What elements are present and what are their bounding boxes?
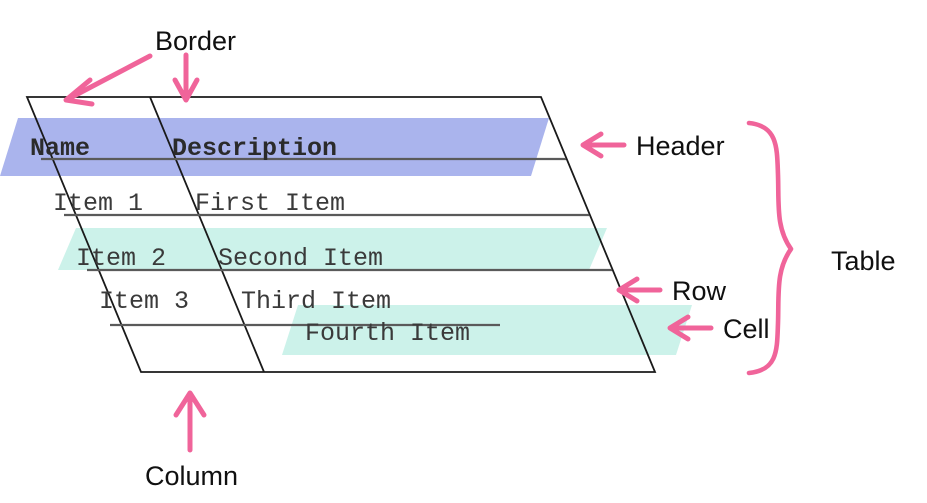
label-row: Row xyxy=(672,276,727,306)
label-cell: Cell xyxy=(723,314,770,344)
label-border: Border xyxy=(155,26,236,56)
label-header: Header xyxy=(636,131,725,161)
border-arrow-down-icon xyxy=(172,52,200,103)
table-text-group: Name Description Item 1 First Item Item … xyxy=(30,134,470,348)
annotation-labels: Border Header Table Row Cell Column xyxy=(145,26,896,491)
annotation-markers xyxy=(63,52,794,453)
row-2-cell-name: Item 2 xyxy=(76,244,166,273)
header-arrow-icon xyxy=(580,131,627,159)
row-3-cell-name: Item 3 xyxy=(99,287,189,316)
border-arrow-left-icon xyxy=(63,53,153,107)
row-2-cell-description: Second Item xyxy=(218,244,383,273)
label-column: Column xyxy=(145,461,238,491)
column-arrow-icon xyxy=(173,390,207,453)
row-1-cell-name: Item 1 xyxy=(53,189,143,218)
cell-highlight-band xyxy=(282,305,692,355)
header-highlight-band xyxy=(0,118,549,176)
floating-cell-text: Fourth Item xyxy=(305,319,470,348)
row-highlight-band xyxy=(58,228,607,270)
row-arrow-icon xyxy=(616,276,663,304)
row-rule-lines xyxy=(41,157,612,327)
row-1-cell-description: First Item xyxy=(195,189,345,218)
header-cell-name: Name xyxy=(30,134,90,163)
table-outline-group xyxy=(25,96,657,373)
label-table: Table xyxy=(831,246,896,276)
header-cell-description: Description xyxy=(172,134,337,163)
cell-arrow-icon xyxy=(667,314,714,342)
column-divider-line xyxy=(149,96,265,373)
table-brace-icon xyxy=(746,120,794,376)
table-border-outline xyxy=(25,96,657,373)
row-3-cell-description: Third Item xyxy=(241,287,391,316)
highlight-bands xyxy=(0,118,692,355)
